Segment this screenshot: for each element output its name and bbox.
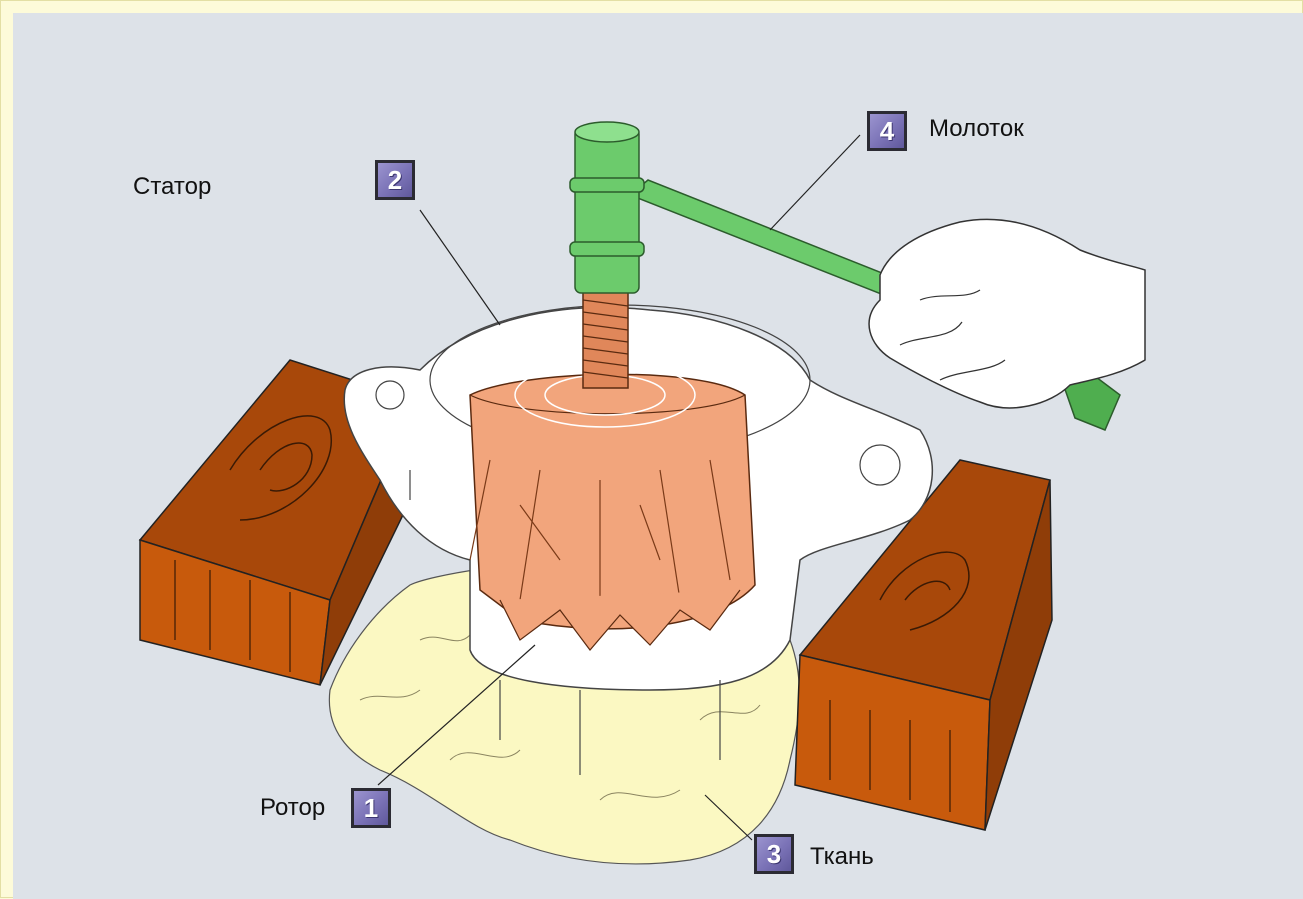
badge-3-cloth: 3 [754, 834, 794, 874]
label-stator: Статор [133, 173, 211, 201]
rotor-body [470, 363, 755, 650]
leader-line-hammer [770, 135, 860, 230]
badge-2-stator: 2 [375, 160, 415, 200]
label-cloth: Ткань [810, 843, 874, 871]
label-rotor: Ротор [260, 794, 325, 822]
label-hammer: Молоток [929, 115, 1024, 143]
badge-1-rotor: 1 [351, 788, 391, 828]
hand [869, 219, 1145, 408]
badge-4-hammer: 4 [867, 111, 907, 151]
leader-line-stator [420, 210, 500, 325]
